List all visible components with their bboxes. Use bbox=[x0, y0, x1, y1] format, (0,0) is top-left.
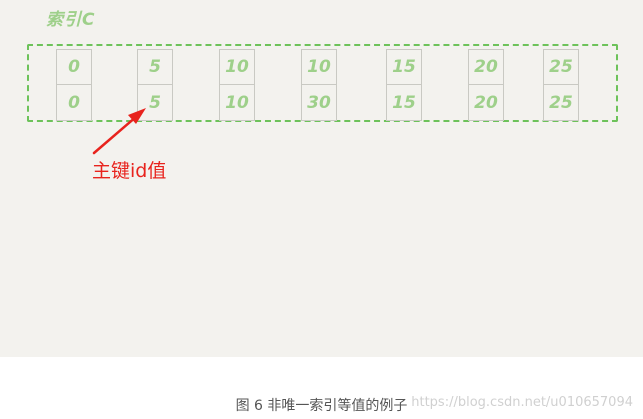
index-value-cell: 25 bbox=[543, 49, 579, 85]
primary-key-annotation-label: 主键id值 bbox=[92, 160, 167, 182]
primary-key-cell: 0 bbox=[56, 85, 92, 121]
index-entry: 0 0 bbox=[56, 49, 92, 121]
index-value-cell: 10 bbox=[301, 49, 337, 85]
arrow-head bbox=[128, 108, 146, 124]
index-entry: 25 25 bbox=[543, 49, 579, 121]
primary-key-cell: 10 bbox=[219, 85, 255, 121]
index-entry: 10 30 bbox=[301, 49, 337, 121]
index-value-cell: 5 bbox=[137, 49, 173, 85]
index-entry: 5 5 bbox=[137, 49, 173, 121]
primary-key-cell: 5 bbox=[137, 85, 173, 121]
figure-caption: 图 6 非唯一索引等值的例子 bbox=[235, 398, 408, 414]
primary-key-cell: 30 bbox=[301, 85, 337, 121]
watermark-text: https://blog.csdn.net/u010657094 bbox=[411, 395, 633, 410]
arrow-shaft bbox=[92, 114, 139, 155]
index-entry: 20 20 bbox=[468, 49, 504, 121]
index-entry: 15 15 bbox=[386, 49, 422, 121]
primary-key-cell: 25 bbox=[543, 85, 579, 121]
index-value-cell: 10 bbox=[219, 49, 255, 85]
index-value-cell: 15 bbox=[386, 49, 422, 85]
index-boundary-box bbox=[27, 44, 618, 122]
annotation-arrow bbox=[92, 108, 146, 155]
primary-key-cell: 15 bbox=[386, 85, 422, 121]
primary-key-cell: 20 bbox=[468, 85, 504, 121]
index-entry: 10 10 bbox=[219, 49, 255, 121]
index-value-cell: 0 bbox=[56, 49, 92, 85]
index-value-cell: 20 bbox=[468, 49, 504, 85]
diagram-board: 索引C 0 0 5 5 10 10 10 30 15 15 20 20 25 2… bbox=[0, 0, 643, 357]
index-title: 索引C bbox=[46, 10, 96, 30]
